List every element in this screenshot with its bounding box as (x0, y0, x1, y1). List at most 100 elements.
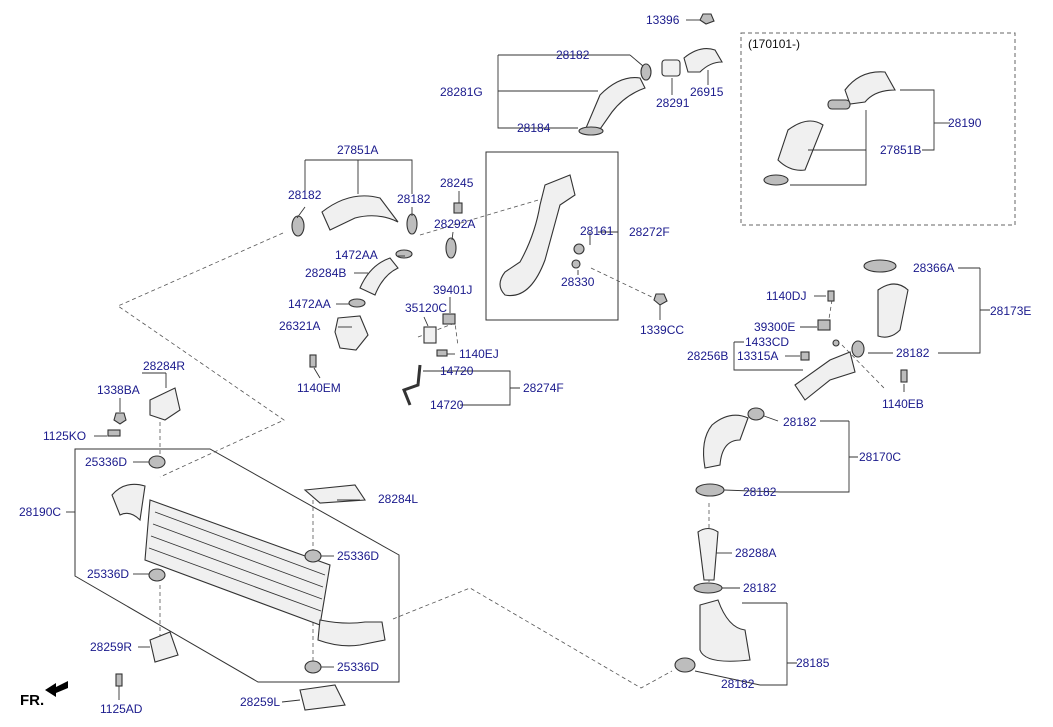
hose-assembly-box (485, 151, 619, 321)
part-label-28274F: 28274F (523, 381, 564, 395)
clamp-28182-r5 (674, 657, 696, 673)
part-label-1338BA: 1338BA (97, 383, 140, 397)
hose-28190-variant (844, 71, 896, 105)
pipe-intercooler-inlet (111, 483, 146, 522)
part-label-28182: 28182 (288, 188, 322, 202)
bolt-1140EB (900, 369, 908, 383)
clamp-28182-r1 (851, 340, 865, 358)
clamp-28182-mid (406, 213, 418, 235)
clamp-28182-r4 (693, 582, 723, 594)
intercooler-assembly-box (74, 448, 400, 683)
hose-28185 (699, 599, 751, 662)
clamp-28292A (445, 237, 457, 259)
part-label-1472AA: 1472AA (335, 248, 378, 262)
part-label-28281G: 28281G (440, 85, 483, 99)
nut-13396 (699, 13, 715, 25)
part-label-28256B: 28256B (687, 349, 728, 363)
part-label-28161: 28161 (580, 224, 614, 238)
nut-1338BA (113, 412, 127, 425)
insulator-25336D-d (304, 660, 322, 674)
part-label-28173E: 28173E (990, 304, 1031, 318)
fitting-28245 (453, 202, 463, 214)
part-label-27851B: 27851B (880, 143, 921, 157)
part-label-28182: 28182 (743, 581, 777, 595)
clamp-variant-lower (763, 174, 789, 186)
elbow-26915 (683, 48, 723, 73)
part-label-1125AD: 1125AD (100, 702, 143, 716)
part-label-14720: 14720 (440, 364, 474, 378)
insulator-25336D-b (304, 549, 322, 563)
part-label-28284R: 28284R (143, 359, 185, 373)
hose-28284B (359, 257, 399, 296)
bolt-1125AD (115, 673, 123, 687)
part-label-28288A: 28288A (735, 546, 776, 560)
part-label-28259L: 28259L (240, 695, 280, 709)
part-label-13315A: 13315A (737, 349, 778, 363)
part-label-1140EJ: 1140EJ (459, 347, 499, 361)
pipe-28256B (794, 351, 856, 401)
plug-28330 (571, 259, 581, 269)
clamp-28182-left (291, 215, 305, 237)
part-label-28182: 28182 (397, 192, 431, 206)
part-label-28182: 28182 (721, 677, 755, 691)
front-direction-label: FR. (20, 692, 44, 709)
part-label-35120C: 35120C (405, 301, 447, 315)
sensor-35120C (423, 326, 437, 344)
part-label-28284L: 28284L (378, 492, 418, 506)
intercooler-fins (148, 511, 326, 612)
part-label-13396: 13396 (646, 13, 680, 27)
pipe-28288A (697, 527, 719, 581)
bolt-1140DJ (827, 290, 835, 302)
part-label-1339CC: 1339CC (640, 323, 684, 337)
clamp-28184 (578, 126, 604, 136)
sensor-39300E (817, 319, 831, 331)
hose-27851B (777, 120, 824, 171)
hose-28281G (585, 77, 646, 133)
clamp-28182-r2 (747, 407, 765, 421)
part-label-1140EM: 1140EM (297, 381, 341, 395)
nut-1339CC (653, 293, 668, 306)
part-label-1140EB: 1140EB (882, 397, 924, 411)
part-label-14720: 14720 (430, 398, 464, 412)
part-label-28182: 28182 (783, 415, 817, 429)
part-label-28284B: 28284B (305, 266, 346, 280)
hose-28170C (703, 414, 749, 469)
variant-date-label: (170101-) (748, 37, 800, 51)
adapter-28291 (661, 59, 681, 77)
part-label-25336D: 25336D (337, 549, 379, 563)
sensor-39401J (442, 313, 456, 325)
bracket-28284R (149, 387, 181, 421)
valve-26321A (334, 315, 369, 351)
part-label-28182: 28182 (743, 485, 777, 499)
part-label-26915: 26915 (690, 85, 724, 99)
bolt-1140EJ (436, 349, 448, 357)
clamp-1472AA-upper (395, 249, 413, 259)
leader-lines (66, 19, 990, 703)
bracket-28259R (149, 631, 179, 663)
clamp-28182-top (640, 63, 652, 81)
clamp-28182-r3 (695, 483, 725, 497)
front-direction-arrow-icon (45, 681, 68, 697)
hose-28272F (499, 174, 576, 297)
part-label-26321A: 26321A (279, 319, 320, 333)
part-label-25336D: 25336D (85, 455, 127, 469)
part-label-28272F: 28272F (629, 225, 670, 239)
pipe-intercooler-outlet (317, 619, 386, 647)
part-label-25336D: 25336D (337, 660, 379, 674)
part-label-28190: 28190 (948, 116, 982, 130)
nut-13315A (800, 351, 810, 361)
bolt-1433CD (832, 339, 840, 347)
part-label-28170C: 28170C (859, 450, 901, 464)
insulator-25336D-a (148, 455, 166, 469)
bracket-28259L (299, 684, 346, 711)
part-label-1472AA: 1472AA (288, 297, 331, 311)
connection-dashed-lines (117, 197, 885, 689)
part-label-28182: 28182 (556, 48, 590, 62)
part-label-28245: 28245 (440, 176, 474, 190)
part-label-39401J: 39401J (433, 283, 472, 297)
plug-28161 (573, 243, 585, 255)
bracket-28284L (303, 484, 366, 504)
part-label-1433CD: 1433CD (745, 335, 789, 349)
part-label-28330: 28330 (561, 275, 595, 289)
